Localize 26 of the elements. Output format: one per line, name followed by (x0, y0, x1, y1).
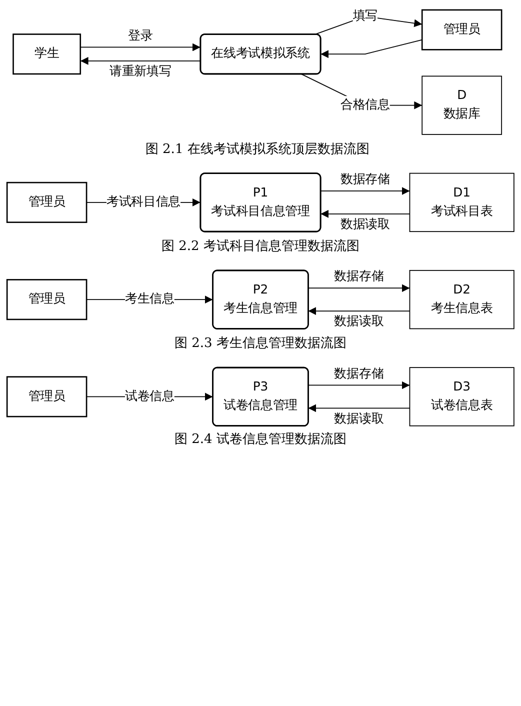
figure-caption: 图 2.2 考试科目信息管理数据流图 (162, 238, 360, 255)
figure-caption: 图 2.4 试卷信息管理数据流图 (174, 432, 346, 448)
figure-caption: 图 2.3 考生信息管理数据流图 (174, 336, 346, 352)
arrow (320, 186, 410, 195)
data-store-box: D1 考试科目表 (409, 172, 514, 232)
arrow (80, 56, 201, 65)
external-entity-box: 管理员 (421, 9, 502, 50)
data-store-box: D2 考生信息表 (409, 270, 514, 330)
external-entity-box: 学生 (12, 34, 82, 75)
external-entity-box: 管理员 (6, 182, 88, 223)
figure-caption: 图 2.1 在线考试模拟系统顶层数据流图 (145, 142, 370, 158)
process-box: P1 考试科目信息管理 (200, 172, 322, 232)
process-box: P2 考生信息管理 (212, 270, 309, 330)
process-box: 在线考试模拟系统 (200, 34, 322, 75)
process-box: P3 试卷信息管理 (212, 366, 309, 426)
data-store-box: D3 试卷信息表 (409, 367, 514, 426)
arrow (320, 210, 410, 218)
data-store-box: D 数据库 (422, 76, 502, 135)
external-entity-box: 管理员 (6, 376, 88, 418)
arrow (80, 43, 201, 52)
arrow (308, 307, 410, 316)
external-entity-box: 管理员 (6, 279, 88, 320)
arrow (320, 39, 423, 58)
arrow (308, 381, 410, 390)
arrow (308, 404, 410, 412)
arrow (308, 284, 410, 292)
